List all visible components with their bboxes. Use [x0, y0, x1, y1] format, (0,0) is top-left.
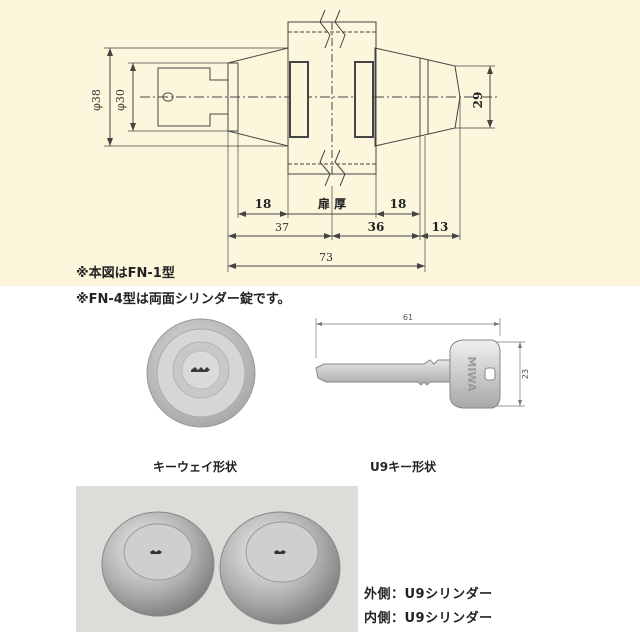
u9-key-image: 61 23 MIWA [315, 313, 530, 409]
dim-29: 29 [471, 92, 485, 109]
cylinder-photo [76, 486, 358, 632]
dim-door-thickness: 扉 厚 [318, 196, 346, 211]
break-line-top-left [319, 9, 331, 49]
dim-18-right: 18 [390, 197, 407, 211]
drawing-svg: φ38 φ30 29 18 扉 厚 18 37 36 13 73 [90, 9, 500, 272]
dim-13: 13 [432, 220, 449, 234]
dim-36: 36 [368, 220, 385, 234]
dim-18-left: 18 [255, 197, 272, 211]
dim-61: 61 [403, 313, 413, 322]
technical-drawing: φ38 φ30 29 18 扉 厚 18 37 36 13 73 ※本図はFN-… [0, 0, 640, 286]
dim-phi38: φ38 [90, 89, 103, 111]
key-brand: MIWA [465, 356, 478, 392]
caption-key: U9キー形状 [370, 460, 437, 474]
keyway-cylinder-image [146, 318, 256, 428]
right-thumbturn [419, 57, 461, 137]
key-hole [162, 92, 174, 102]
note-fn4: ※FN-4型は両面シリンダー錠です。 [76, 292, 291, 307]
dim-37: 37 [275, 221, 289, 234]
door-hole-left [289, 61, 309, 138]
break-line-bottom-right [334, 149, 346, 187]
dim-73: 73 [319, 251, 333, 264]
caption-keyway: キーウェイ形状 [153, 460, 238, 474]
label-outer-side: 外側：U9シリンダー [364, 587, 493, 602]
break-line-top-right [334, 9, 346, 49]
key-outline [157, 67, 229, 127]
dim-phi30: φ30 [114, 89, 127, 111]
label-inner-side: 内側：U9シリンダー [364, 611, 493, 626]
note-fn1: ※本図はFN-1型 [76, 266, 175, 281]
dim-23: 23 [521, 369, 530, 379]
cylinder-photo-svg [76, 486, 358, 632]
door-hole-right [354, 61, 374, 138]
break-line-bottom-left [319, 149, 331, 187]
